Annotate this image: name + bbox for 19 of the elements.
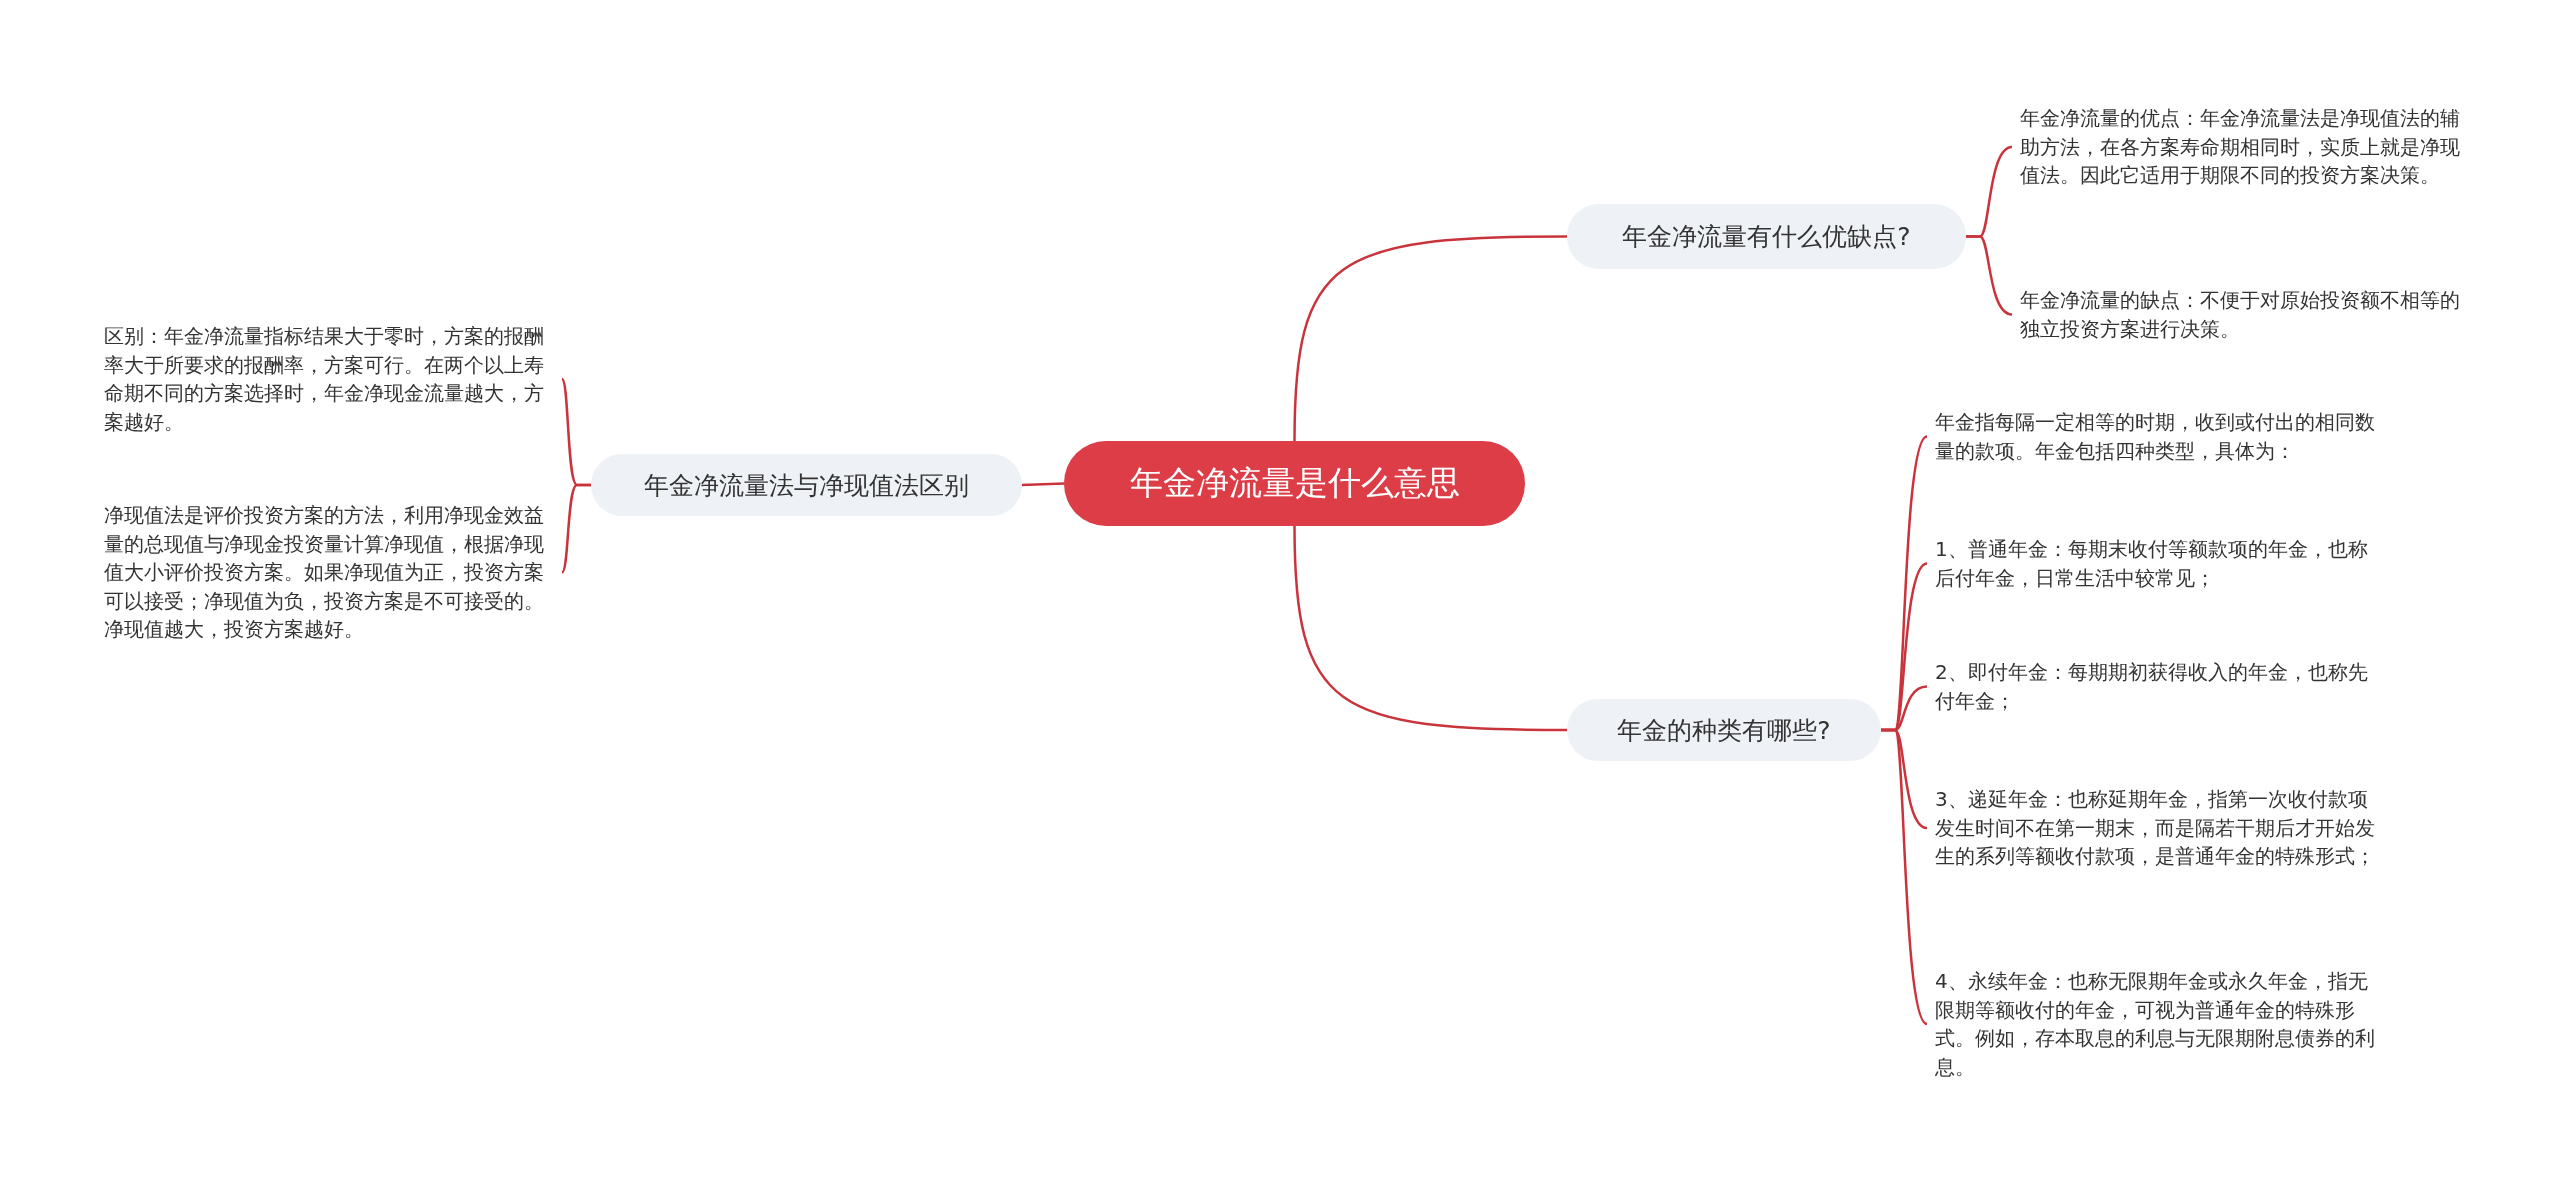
connector-line [561, 483, 591, 574]
connector-line [1293, 235, 1567, 442]
note-text: 年金净流量的缺点：不便于对原始投资额不相等的独立投资方案进行决策。 [2020, 286, 2470, 343]
connector-line [1021, 482, 1065, 487]
note-text: 1、普通年金：每期末收付等额款项的年金，也称后付年金，日常生活中较常见； [1935, 535, 2385, 592]
connector-line [1293, 525, 1567, 732]
topic-box: 年金的种类有哪些? [1567, 699, 1881, 761]
central-topic-box: 年金净流量是什么意思 [1064, 441, 1525, 526]
note-text: 2、即付年金：每期期初获得收入的年金，也称先付年金； [1935, 658, 2385, 715]
note-text: 区别：年金净流量指标结果大于零时，方案的报酬率大于所要求的报酬率，方案可行。在两个以上寿命期不同的方案选择时，年金净现金流量越大，方案越好。 [104, 322, 554, 436]
note-text: 4、永续年金：也称无限期年金或永久年金，指无限期等额收付的年金，可视为普通年金的特殊形式。例如，存本取息的利息与无限期附息债券的利息。 [1935, 967, 2385, 1081]
connector-line [1881, 728, 1928, 1025]
connector-line [1966, 235, 2013, 316]
topic-box: 年金净流量有什么优缺点? [1567, 204, 1966, 269]
note-text: 年金净流量的优点：年金净流量法是净现值法的辅助方法，在各方案寿命期相同时，实质上就是净现值法。因此它适用于期限不同的投资方案决策。 [2020, 104, 2470, 190]
note-text: 3、递延年金：也称延期年金，指第一次收付款项发生时间不在第一期末，而是隔若干期后才开始发生的系列等额收付款项，是普通年金的特殊形式； [1935, 785, 2385, 871]
note-text: 净现值法是评价投资方案的方法，利用净现金效益量的总现值与净现金投资量计算净现值，根据净现值大小评价投资方案。如果净现值为正，投资方案可以接受；净现值为负，投资方案是不可接受的。净现值越大，投资方案越好。 [104, 501, 554, 644]
note-text: 年金指每隔一定相等的时期，收到或付出的相同数量的款项。年金包括四种类型，具体为： [1935, 408, 2385, 465]
topic-box: 年金净流量法与净现值法区别 [591, 454, 1022, 516]
